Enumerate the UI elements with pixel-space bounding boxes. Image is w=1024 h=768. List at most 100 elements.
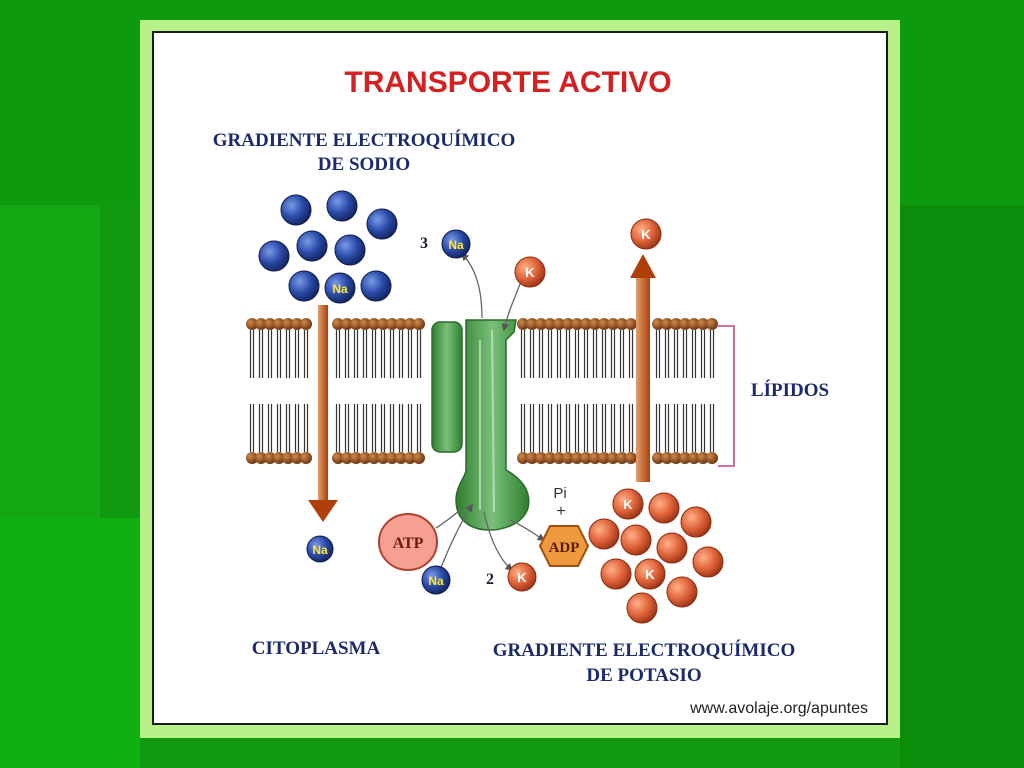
lipid-head bbox=[544, 452, 556, 464]
channel-protein-left bbox=[431, 321, 463, 453]
lipid-head bbox=[246, 318, 258, 330]
lipid-head bbox=[350, 452, 362, 464]
lipid-head bbox=[341, 452, 353, 464]
potassium-gradient-label-line1: GRADIENTE ELECTROQUÍMICO bbox=[493, 639, 795, 661]
potassium-symbol: K bbox=[641, 227, 651, 242]
sodium-ion bbox=[366, 208, 398, 240]
lipid-head bbox=[706, 452, 718, 464]
potassium-symbol: K bbox=[623, 497, 633, 512]
lipid-head bbox=[526, 452, 538, 464]
potassium-gradient-arrow bbox=[630, 254, 656, 482]
lipid-head bbox=[616, 452, 628, 464]
potassium-ion bbox=[648, 492, 680, 524]
potassium-symbol: K bbox=[525, 265, 535, 280]
potassium-ion bbox=[666, 576, 698, 608]
sodium-count: 3 bbox=[420, 235, 428, 252]
lipid-head bbox=[332, 318, 344, 330]
sodium-symbol: Na bbox=[428, 574, 444, 588]
potassium-ion: K bbox=[612, 488, 644, 520]
lipid-head bbox=[679, 452, 691, 464]
lipid-head bbox=[553, 318, 565, 330]
atp-molecule: ATP bbox=[378, 513, 438, 571]
potassium-symbol: K bbox=[517, 570, 527, 585]
potassium-exit-arrow bbox=[483, 511, 514, 571]
lipid-head bbox=[553, 452, 565, 464]
lipid-head bbox=[679, 318, 691, 330]
lipid-head bbox=[706, 318, 718, 330]
lipid-head bbox=[607, 452, 619, 464]
sodium-symbol: Na bbox=[332, 282, 348, 296]
lipid-head bbox=[255, 452, 267, 464]
lipid-head bbox=[625, 318, 637, 330]
lipid-head bbox=[300, 318, 312, 330]
sodium-ion bbox=[360, 270, 392, 302]
potassium-ion bbox=[600, 558, 632, 590]
lipid-head bbox=[377, 452, 389, 464]
lipid-head bbox=[688, 452, 700, 464]
lipid-head bbox=[571, 318, 583, 330]
sodium-symbol: Na bbox=[312, 543, 328, 557]
lipid-head bbox=[544, 318, 556, 330]
lipid-head bbox=[562, 318, 574, 330]
pump-to-adp-arrow bbox=[509, 519, 546, 541]
sodium-ion bbox=[280, 194, 312, 226]
lipid-head bbox=[273, 452, 285, 464]
lipid-head bbox=[616, 318, 628, 330]
sodium-ion: Na bbox=[324, 272, 356, 304]
lipid-head bbox=[580, 452, 592, 464]
lipid-head bbox=[589, 318, 601, 330]
lipids-bracket bbox=[718, 325, 735, 467]
sodium-ion: Na bbox=[306, 535, 334, 563]
plus-sign: + bbox=[556, 503, 565, 520]
lipid-head bbox=[697, 318, 709, 330]
potassium-ion: K bbox=[507, 562, 537, 592]
lipid-head bbox=[598, 318, 610, 330]
lipid-head bbox=[688, 318, 700, 330]
lipid-head bbox=[652, 318, 664, 330]
sodium-ion bbox=[326, 190, 358, 222]
background-band-right bbox=[900, 205, 1024, 768]
sodium-ion bbox=[288, 270, 320, 302]
lipid-head bbox=[589, 452, 601, 464]
potassium-ion bbox=[620, 524, 652, 556]
cytoplasm-label: CITOPLASMA bbox=[252, 638, 381, 659]
lipid-head bbox=[571, 452, 583, 464]
lipid-head bbox=[697, 452, 709, 464]
lipid-head bbox=[359, 452, 371, 464]
lipid-head bbox=[273, 318, 285, 330]
lipid-head bbox=[282, 318, 294, 330]
lipid-head bbox=[395, 452, 407, 464]
lipid-head bbox=[517, 452, 529, 464]
sodium-symbol: Na bbox=[448, 238, 464, 252]
sodium-gradient-label-line2: DE SODIO bbox=[318, 154, 410, 175]
lipid-head bbox=[607, 318, 619, 330]
lipid-head bbox=[341, 318, 353, 330]
lipid-head bbox=[517, 318, 529, 330]
potassium-ion bbox=[680, 506, 712, 538]
sodium-ion bbox=[296, 230, 328, 262]
lipid-head bbox=[661, 452, 673, 464]
lipid-head bbox=[368, 452, 380, 464]
atp-label: ATP bbox=[393, 535, 424, 552]
lipid-head bbox=[282, 452, 294, 464]
pump-channel-lines bbox=[479, 329, 495, 513]
lipid-head bbox=[386, 318, 398, 330]
lipid-head bbox=[264, 452, 276, 464]
potassium-ion bbox=[692, 546, 724, 578]
potassium-ion: K bbox=[630, 218, 662, 250]
lipid-head bbox=[377, 318, 389, 330]
sodium-ion: Na bbox=[441, 229, 471, 259]
potassium-ion bbox=[626, 592, 658, 624]
lipid-head bbox=[652, 452, 664, 464]
sodium-gradient-arrow bbox=[308, 305, 338, 522]
lipid-head bbox=[255, 318, 267, 330]
lipid-head bbox=[413, 318, 425, 330]
lipid-head bbox=[291, 452, 303, 464]
potassium-ion: K bbox=[514, 256, 546, 288]
lipid-head bbox=[359, 318, 371, 330]
lipid-head bbox=[246, 452, 258, 464]
potassium-gradient-label-line2: DE POTASIO bbox=[586, 665, 701, 686]
sodium-gradient-label-line1: GRADIENTE ELECTROQUÍMICO bbox=[213, 129, 515, 151]
lipid-head bbox=[562, 452, 574, 464]
